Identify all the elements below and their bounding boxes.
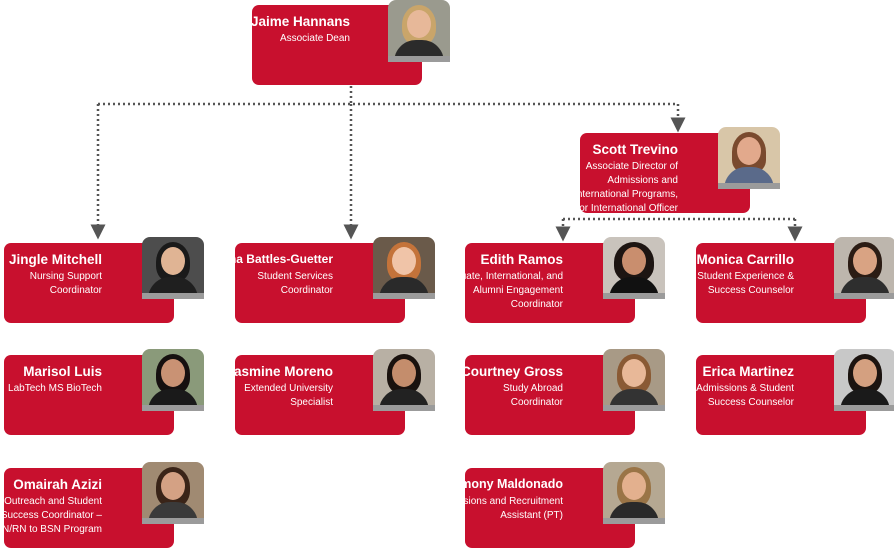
name-courtney-gross: Courtney Gross xyxy=(461,364,563,379)
card-edith-ramos: Edith Ramos Graduate, International, and… xyxy=(465,243,635,323)
card-scott-trevino: Scott Trevino Associate Director of Admi… xyxy=(580,133,750,213)
name-edith-ramos: Edith Ramos xyxy=(480,252,563,267)
photo-scott-trevino xyxy=(718,127,780,189)
name-monica-carrillo: Monica Carrillo xyxy=(696,252,794,267)
card-jaime-hannans: Jaime Hannans Associate Dean xyxy=(252,5,422,85)
card-erica-martinez: Erica Martinez Admissions & Student Succ… xyxy=(696,355,866,435)
title-jaime-hannans: Associate Dean xyxy=(190,32,350,46)
title-courtney-gross: Study Abroad Coordinator xyxy=(473,382,563,410)
card-emma-battles-guetter: Emma Battles-Guetter Student Services Co… xyxy=(235,243,405,323)
title-erica-martinez: Admissions & Student Success Counselor xyxy=(674,382,794,410)
photo-emma-battles-guetter xyxy=(373,237,435,299)
card-courtney-gross: Courtney Gross Study Abroad Coordinator xyxy=(465,355,635,435)
photo-harmony-maldonado xyxy=(603,462,665,524)
name-scott-trevino: Scott Trevino xyxy=(592,142,678,157)
title-jasmine-moreno: Extended University Specialist xyxy=(223,382,333,410)
photo-erica-martinez xyxy=(834,349,894,411)
card-jingle-mitchell: Jingle Mitchell Nursing Support Coordina… xyxy=(4,243,174,323)
title-jingle-mitchell: Nursing Support Coordinator xyxy=(0,270,102,298)
name-erica-martinez: Erica Martinez xyxy=(702,364,794,379)
card-marisol-luis: Marisol Luis LabTech MS BioTech xyxy=(4,355,174,435)
photo-jaime-hannans xyxy=(388,0,450,62)
card-harmony-maldonado: Harmony Maldonado Admissions and Recruit… xyxy=(465,468,635,548)
title-harmony-maldonado: Admissions and Recruitment Assistant (PT… xyxy=(433,495,563,523)
name-jasmine-moreno: Jasmine Moreno xyxy=(226,364,333,379)
photo-omairah-azizi xyxy=(142,462,204,524)
photo-courtney-gross xyxy=(603,349,665,411)
photo-marisol-luis xyxy=(142,349,204,411)
photo-edith-ramos xyxy=(603,237,665,299)
photo-monica-carrillo xyxy=(834,237,894,299)
name-marisol-luis: Marisol Luis xyxy=(23,364,102,379)
title-omairah-azizi: Outreach and Student Success Coordinator… xyxy=(0,495,102,537)
title-scott-trevino: Associate Director of Admissions and Int… xyxy=(558,160,678,216)
card-monica-carrillo: Monica Carrillo Student Experience & Suc… xyxy=(696,243,866,323)
title-monica-carrillo: Student Experience & Success Counselor xyxy=(674,270,794,298)
card-jasmine-moreno: Jasmine Moreno Extended University Speci… xyxy=(235,355,405,435)
name-omairah-azizi: Omairah Azizi xyxy=(13,477,102,492)
name-emma-battles-guetter: Emma Battles-Guetter xyxy=(207,252,333,266)
photo-jingle-mitchell xyxy=(142,237,204,299)
name-jingle-mitchell: Jingle Mitchell xyxy=(9,252,102,267)
photo-jasmine-moreno xyxy=(373,349,435,411)
card-omairah-azizi: Omairah Azizi Outreach and Student Succe… xyxy=(4,468,174,548)
title-marisol-luis: LabTech MS BioTech xyxy=(0,382,102,396)
title-emma-battles-guetter: Student Services Coordinator xyxy=(233,270,333,298)
name-harmony-maldonado: Harmony Maldonado xyxy=(439,477,563,491)
title-edith-ramos: Graduate, International, and Alumni Enga… xyxy=(433,270,563,312)
name-jaime-hannans: Jaime Hannans xyxy=(251,14,350,29)
